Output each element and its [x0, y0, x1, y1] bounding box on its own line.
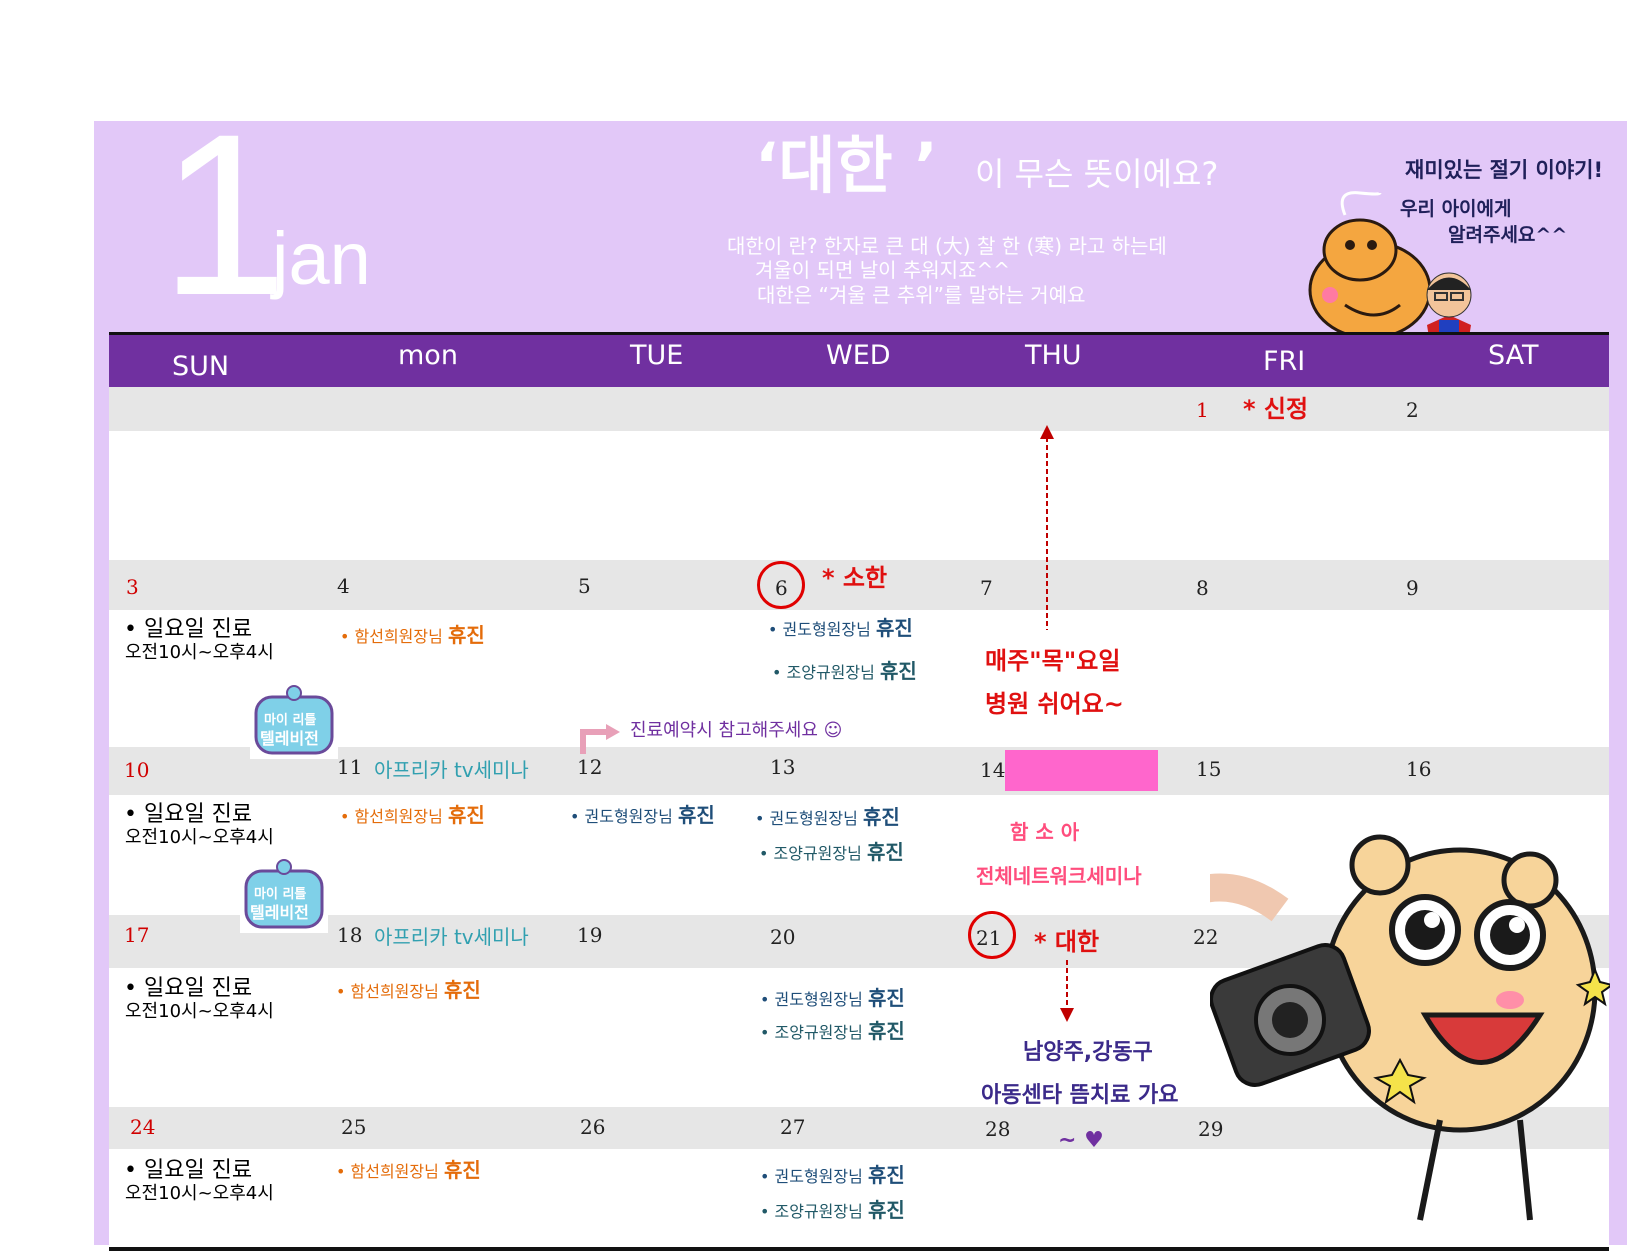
date-21-circle: [968, 911, 1016, 959]
question-word: ‘대한 ’: [755, 129, 938, 202]
date-15: 15: [1196, 757, 1222, 781]
up-arrow-icon: [1040, 425, 1054, 630]
date-19: 19: [577, 923, 603, 947]
date-6: 6: [775, 576, 788, 600]
intro-line-1: 대한이 란? 한자로 큰 대 (大) 찰 한 (寒) 라고 하는데: [727, 234, 1167, 258]
date-26: 26: [580, 1115, 606, 1139]
sunday-clinic-hours: 오전10시~오후4시: [125, 642, 274, 663]
date-18: 18: [337, 923, 363, 947]
side-note-2: 우리 아이에게: [1400, 198, 1512, 220]
date-4: 4: [337, 574, 350, 598]
date-21: 21: [976, 926, 1002, 950]
tv-badge: 마이 리틀 텔레비전: [240, 857, 328, 933]
date-22: 22: [1193, 925, 1219, 949]
seminar-note: 아프리카 tv세미나: [374, 925, 529, 949]
solar-term-sohan: * 소한: [822, 564, 888, 592]
date-8: 8: [1196, 576, 1209, 600]
date-6-circle: [757, 561, 805, 609]
doctor-off-item: • 권도형원장님 휴진: [570, 803, 715, 827]
date-24: 24: [130, 1115, 156, 1139]
week1-date-row: [109, 387, 1609, 431]
thursday-closed-note-2: 병원 쉬어요~: [985, 690, 1124, 718]
month-name: jan: [272, 217, 371, 300]
doctor-off-item: • 함선희원장님 휴진: [336, 1158, 481, 1182]
doctor-avatar-icon: [1426, 272, 1472, 350]
tv-badge: 마이 리틀 텔레비전: [250, 683, 338, 759]
date-7: 7: [980, 576, 993, 600]
network-seminar-note-1: 함 소 아: [1010, 820, 1080, 844]
tv-icon: [244, 859, 324, 929]
doctor-off-item: • 함선희원장님 휴진: [340, 803, 485, 827]
weekday-mon: mon: [398, 340, 458, 371]
side-note-1: 재미있는 절기 이야기!: [1405, 158, 1604, 182]
doctor-off-item: • 조양규원장님 휴진: [760, 1019, 905, 1043]
weekday-fri: FRI: [1263, 346, 1306, 377]
doctor-off-item: • 함선희원장님 휴진: [340, 623, 485, 647]
pointer-arrow-icon: [580, 724, 620, 754]
date-5: 5: [578, 574, 591, 598]
date-1: 1: [1196, 398, 1209, 422]
doctor-off-item: • 권도형원장님 휴진: [768, 616, 913, 640]
highlight-block: [1005, 750, 1158, 791]
date-12: 12: [577, 755, 603, 779]
sunday-clinic-title: • 일요일 진료: [124, 802, 253, 827]
weekday-tue: TUE: [630, 340, 684, 371]
week5-date-row: [109, 1107, 1609, 1149]
date-9: 9: [1406, 576, 1419, 600]
sunday-clinic-title: • 일요일 진료: [124, 617, 253, 642]
date-13: 13: [770, 755, 796, 779]
side-note-3: 알려주세요^^: [1448, 224, 1568, 246]
reservation-note: 진료예약시 참고해주세요 ☺: [630, 720, 843, 741]
date-28: 28: [985, 1117, 1011, 1141]
thursday-closed-note-1: 매주"목"요일: [985, 647, 1121, 675]
sunday-clinic-title: • 일요일 진료: [124, 976, 253, 1001]
tv-icon: [254, 685, 334, 755]
week2-date-row: [109, 560, 1609, 610]
doctor-off-item: • 조양규원장님 휴진: [759, 840, 904, 864]
doctor-off-item: • 권도형원장님 휴진: [755, 805, 900, 829]
date-25: 25: [341, 1115, 367, 1139]
date-14: 14: [980, 758, 1006, 782]
doctor-off-item: • 함선희원장님 휴진: [336, 978, 481, 1002]
sunday-clinic-hours: 오전10시~오후4시: [125, 827, 274, 848]
bear-camera-mascot-icon: [1210, 834, 1610, 1221]
date-2: 2: [1406, 398, 1419, 422]
down-arrow-icon: [1060, 960, 1074, 1022]
intro-line-2: 겨울이 되면 날이 추워지죠^^: [755, 258, 1010, 282]
weekday-sat: SAT: [1488, 340, 1539, 371]
date-27: 27: [780, 1115, 806, 1139]
month-number: 1: [160, 86, 288, 343]
sunday-clinic-hours: 오전10시~오후4시: [125, 1001, 274, 1022]
weekday-sun: SUN: [172, 351, 230, 382]
seminar-note: 아프리카 tv세미나: [374, 758, 529, 782]
question-rest: 이 무슨 뜻이에요?: [975, 155, 1219, 193]
outreach-note-1: 남양주,강동구: [1023, 1040, 1153, 1065]
sunday-clinic-hours: 오전10시~오후4시: [125, 1183, 274, 1204]
date-17: 17: [124, 923, 150, 947]
date-10: 10: [124, 758, 150, 782]
date-16: 16: [1406, 757, 1432, 781]
solar-term-daehan: * 대한: [1034, 928, 1100, 956]
network-seminar-note-2: 전체네트워크세미나: [976, 864, 1142, 888]
date-3: 3: [126, 575, 139, 599]
weekday-wed: WED: [826, 340, 891, 371]
doctor-off-item: • 권도형원장님 휴진: [760, 1163, 905, 1187]
date-29: 29: [1198, 1117, 1224, 1141]
date-11: 11: [337, 755, 363, 779]
week3-date-row: [109, 747, 1609, 795]
intro-line-3: 대한은 “겨울 큰 추위”를 말하는 거예요: [757, 283, 1086, 307]
holiday-new-year: * 신정: [1243, 395, 1309, 423]
date-20: 20: [770, 925, 796, 949]
doctor-off-item: • 조양규원장님 휴진: [772, 659, 917, 683]
sunday-clinic-title: • 일요일 진료: [124, 1158, 253, 1183]
doctor-off-item: • 조양규원장님 휴진: [760, 1198, 905, 1222]
weekday-thu: THU: [1025, 340, 1082, 371]
outreach-note-2: 아동센타 뜸치료 가요: [981, 1083, 1179, 1108]
outreach-note-3: ~ ♥: [1058, 1128, 1104, 1153]
doctor-off-item: • 권도형원장님 휴진: [760, 986, 905, 1010]
